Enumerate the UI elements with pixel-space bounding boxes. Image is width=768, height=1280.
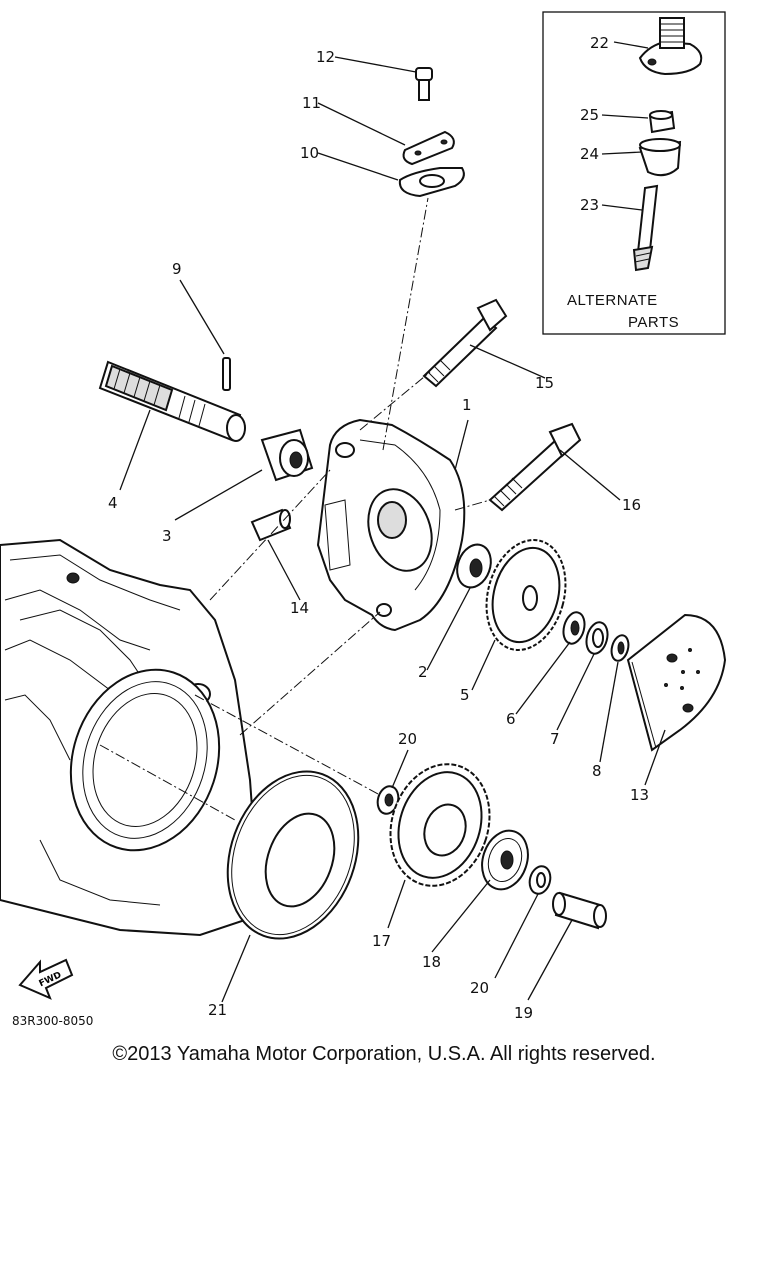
part-14-dowel [250, 508, 292, 542]
callout-labels: 12 11 10 9 4 3 14 1 15 16 2 5 6 7 8 13 2… [108, 48, 649, 1022]
label-23: 23 [580, 196, 599, 214]
label-17: 17 [372, 932, 391, 950]
part-8-clip [610, 634, 630, 662]
label-6: 6 [506, 710, 516, 728]
part-24-bushing [638, 138, 682, 177]
label-1: 1 [462, 396, 472, 414]
label-11: 11 [302, 94, 321, 112]
label-20-lower: 20 [470, 979, 489, 997]
part-16-bolt [488, 422, 582, 512]
label-13: 13 [630, 786, 649, 804]
part-21-seal [226, 770, 360, 940]
part-15-bolt [422, 298, 508, 388]
label-9: 9 [172, 260, 182, 278]
part-17-gear [389, 763, 491, 887]
exploded-parts-diagram: 22 25 24 23 ALTERNATE PARTS [0, 11, 727, 1028]
label-22: 22 [590, 34, 609, 52]
label-10: 10 [300, 144, 319, 162]
part-19-sleeve [552, 891, 607, 930]
part-9-pin [222, 357, 231, 391]
part-5-gear [485, 539, 567, 651]
label-15: 15 [535, 374, 554, 392]
label-14: 14 [290, 599, 309, 617]
label-8: 8 [592, 762, 602, 780]
alternate-parts-title: ALTERNATE [567, 292, 658, 309]
label-5: 5 [460, 686, 470, 704]
part-3-bushing [260, 428, 314, 482]
part-6-washer [562, 611, 586, 645]
part-10-gasket [398, 167, 465, 198]
part-7-washer [585, 621, 609, 655]
drawing-code: 83R300-8050 [12, 1014, 93, 1028]
label-16: 16 [622, 496, 641, 514]
part-2-washer [456, 543, 492, 589]
label-12: 12 [316, 48, 335, 66]
part-11-plate [402, 130, 455, 166]
label-2: 2 [418, 663, 428, 681]
part-4-worm-shaft [98, 360, 246, 442]
part-1-cover [316, 418, 466, 632]
part-12-screw [415, 67, 433, 101]
label-25: 25 [580, 106, 599, 124]
leader-lines [99, 56, 666, 1003]
engine-case [0, 538, 257, 937]
label-18: 18 [422, 953, 441, 971]
alternate-parts-subtitle: PARTS [628, 314, 679, 331]
part-13-plate [626, 613, 727, 752]
part-22-fitting [638, 17, 703, 76]
fwd-arrow-icon: FWD [18, 958, 74, 1000]
label-4: 4 [108, 494, 118, 512]
part-20-washer-lower [528, 865, 552, 895]
label-24: 24 [580, 145, 599, 163]
part-18-bearing [481, 829, 529, 891]
part-25-nut [648, 110, 676, 134]
copyright-notice: ©2013 Yamaha Motor Corporation, U.S.A. A… [112, 1043, 656, 1065]
label-21: 21 [208, 1001, 227, 1019]
label-19: 19 [514, 1004, 533, 1022]
part-23-shaft [632, 184, 659, 272]
label-7: 7 [550, 730, 560, 748]
label-3: 3 [162, 527, 172, 545]
alternate-parts-box: 22 25 24 23 ALTERNATE PARTS [542, 11, 726, 335]
label-20-upper: 20 [398, 730, 417, 748]
